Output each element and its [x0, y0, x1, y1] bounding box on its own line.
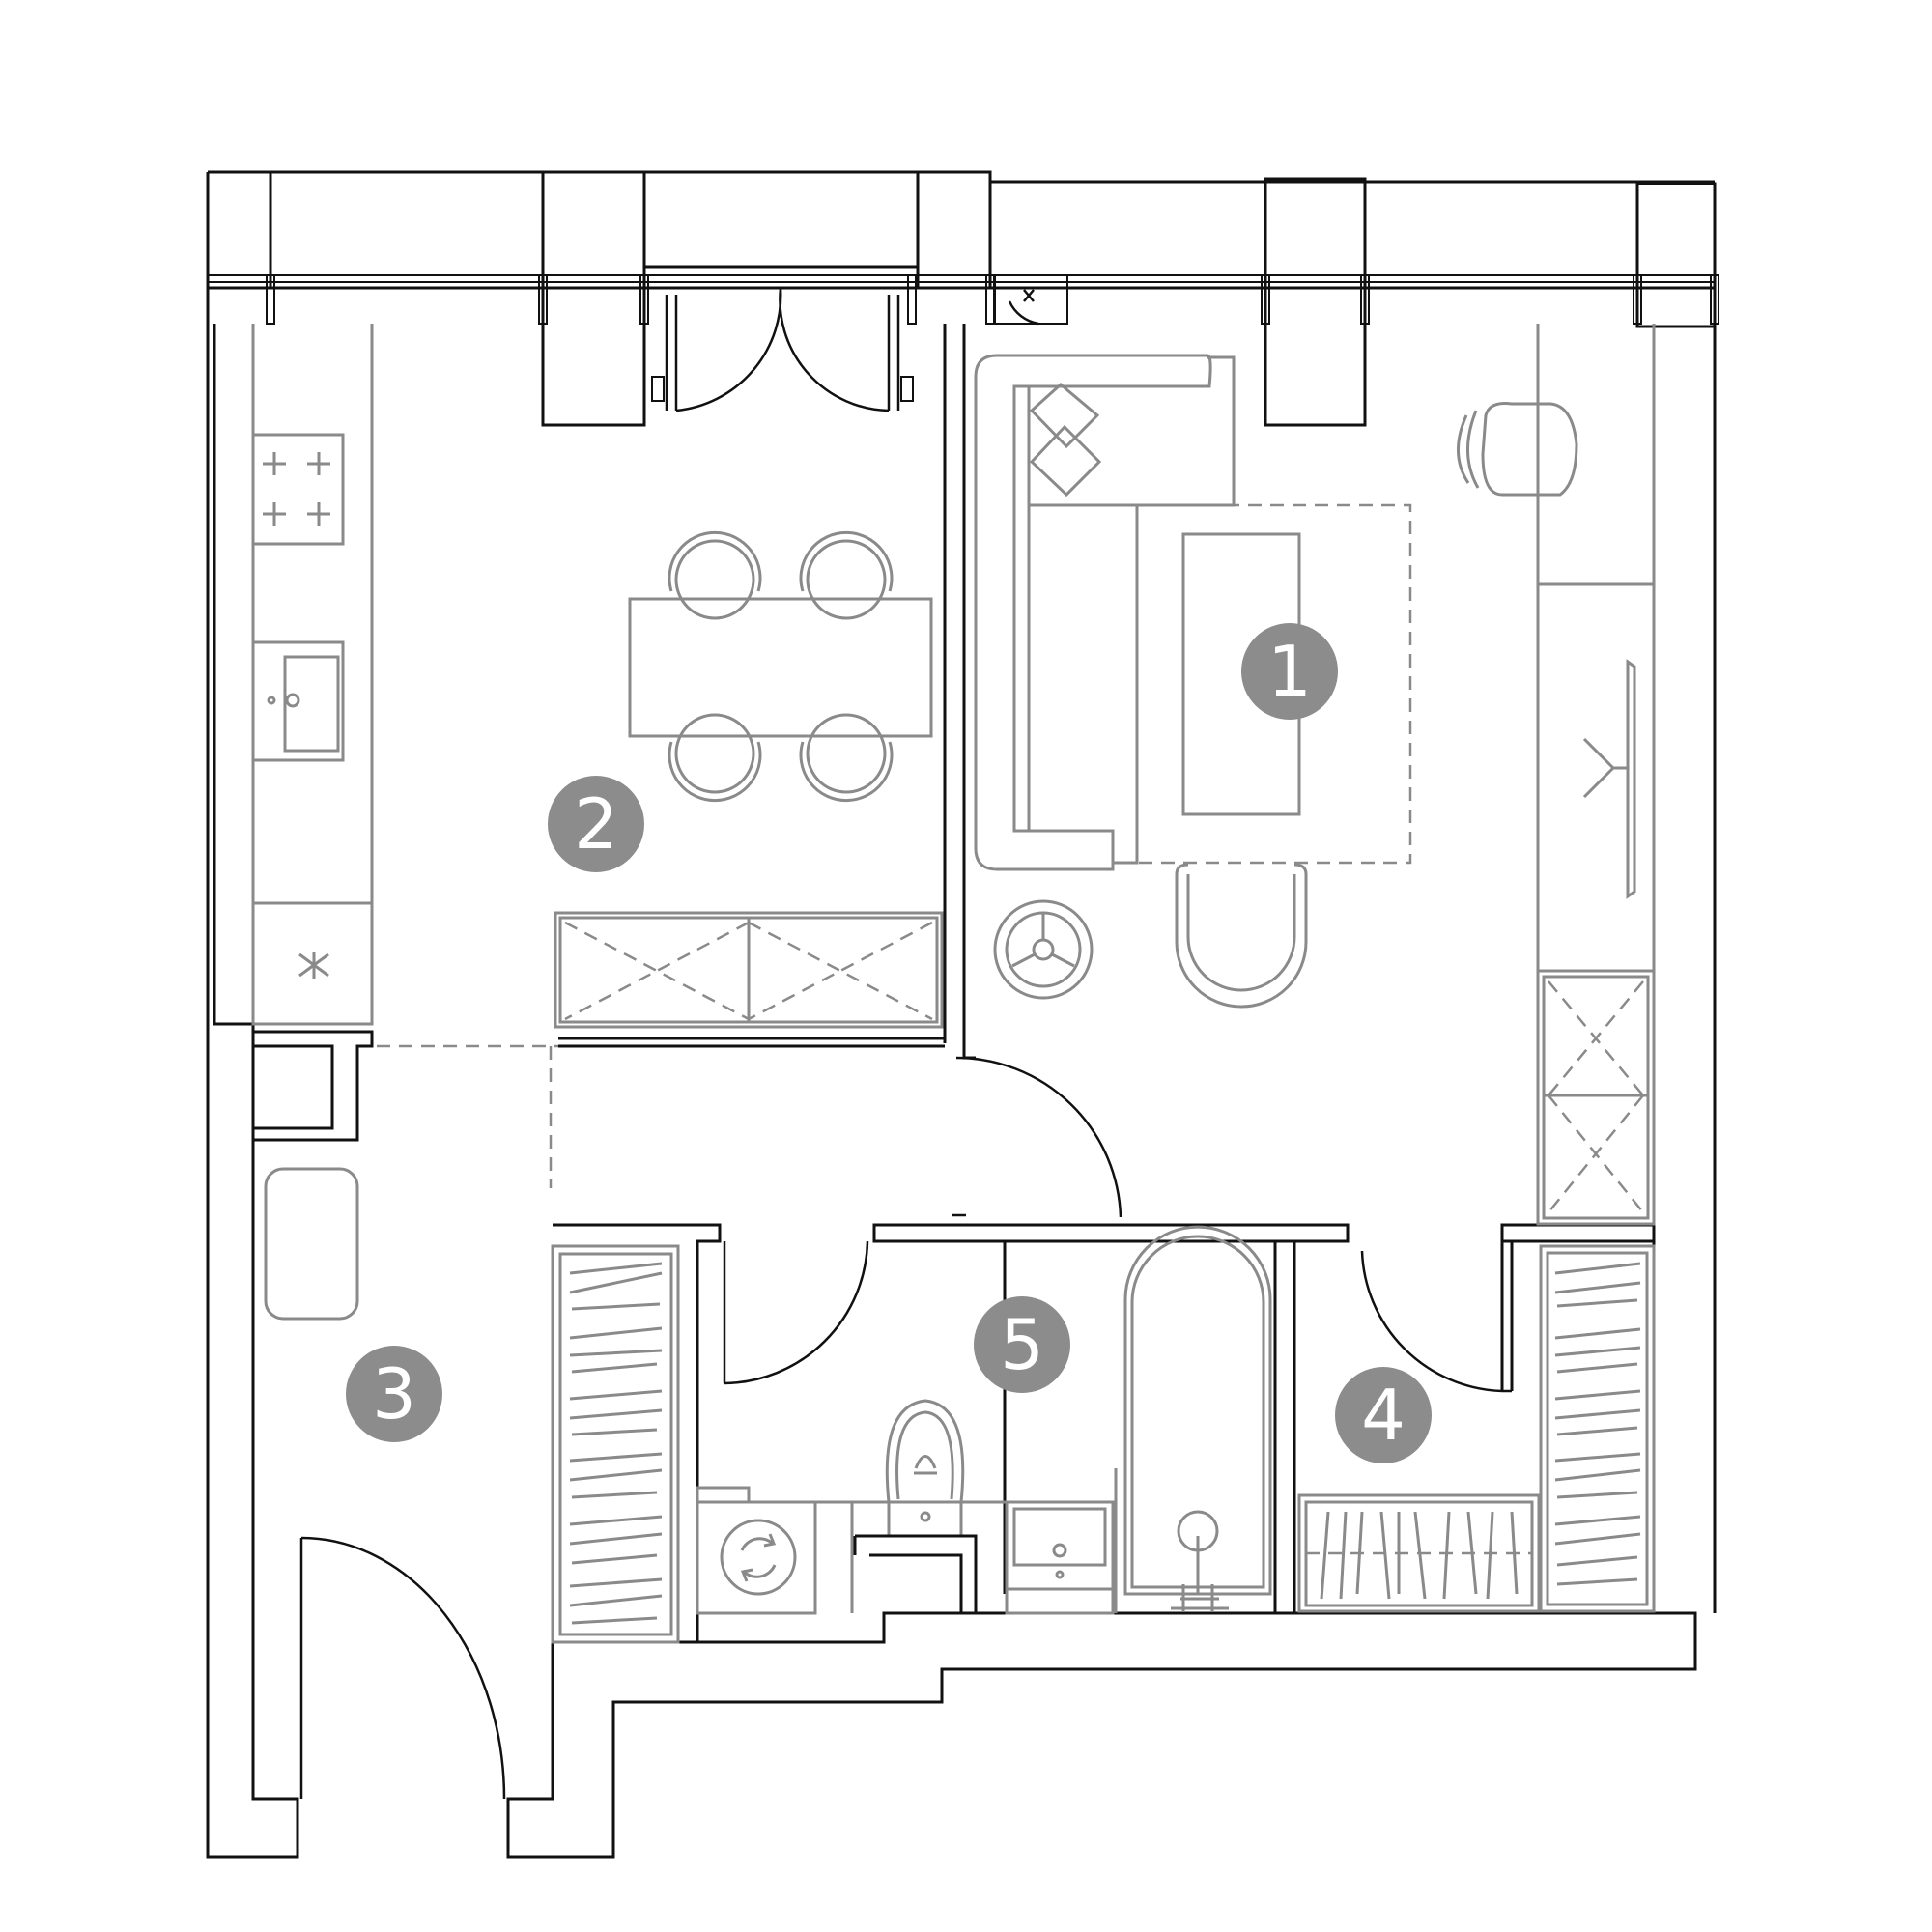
room-5-badge: 5	[974, 1296, 1070, 1393]
chair-icon	[799, 531, 894, 620]
washbasin-icon	[1005, 1500, 1115, 1615]
door-swing-icon	[952, 1056, 1122, 1218]
window-vent-icon	[994, 274, 1068, 326]
cooktop-icon	[251, 433, 345, 546]
dining-area	[554, 531, 944, 1029]
chair-icon	[668, 531, 762, 620]
chair-icon	[668, 713, 762, 802]
wardrobe-icon	[1297, 1493, 1541, 1613]
room-4-label: 4	[1361, 1375, 1406, 1456]
room-3-badge: 3	[346, 1346, 442, 1442]
room-4-badge: 4	[1335, 1367, 1432, 1463]
pillow-icon	[1029, 383, 1102, 497]
washing-machine-icon	[696, 1486, 1007, 1615]
wardrobe-icon	[551, 1244, 680, 1644]
door-swing-icon	[299, 1536, 506, 1800]
armchair-icon	[1175, 863, 1308, 1009]
wardrobe-icon	[1539, 1244, 1656, 1613]
room-4-badge-circle	[1335, 1367, 1432, 1463]
door-swing-icon	[723, 1240, 869, 1385]
hall	[264, 1167, 680, 1644]
rug-icon	[1135, 503, 1412, 865]
round-table-icon	[993, 899, 1094, 1000]
room-5-badge-circle	[974, 1296, 1070, 1393]
room-3-badge-circle	[346, 1346, 442, 1442]
kitchen-sink-icon	[251, 640, 345, 762]
room-3-label: 3	[372, 1353, 416, 1435]
door-swing-icon	[1360, 1250, 1512, 1393]
chair-icon	[799, 713, 894, 802]
desk-chair-icon	[1457, 402, 1578, 497]
wardrobe-icon	[554, 911, 944, 1029]
living-room	[974, 324, 1656, 1226]
kitchen	[251, 324, 374, 1026]
dining-table-icon	[628, 597, 933, 738]
bathroom	[696, 1225, 1272, 1615]
room-1-label: 1	[1267, 631, 1312, 712]
room-2-badge-circle	[548, 776, 644, 872]
room-2-badge: 2	[548, 776, 644, 872]
room-1-badge: 1	[1241, 623, 1338, 720]
shoe-bench-icon	[264, 1167, 359, 1321]
room-1-badge-circle	[1241, 623, 1338, 720]
toilet-icon	[885, 1399, 965, 1538]
walk-in-closet	[1297, 1244, 1656, 1613]
room-badges: 1 2 3 4 5	[346, 623, 1432, 1463]
doors[interactable]	[299, 274, 1512, 1800]
room-2-label: 2	[574, 783, 618, 865]
bathtub-icon	[1123, 1225, 1272, 1611]
balcony-door-icon[interactable]	[651, 287, 914, 412]
tv-icon	[1582, 659, 1636, 899]
room-5-label: 5	[1000, 1304, 1044, 1385]
fridge-icon	[298, 952, 329, 979]
interior-walls	[251, 324, 1656, 1642]
wardrobe-icon	[1536, 969, 1656, 1226]
sofa-icon	[974, 354, 1236, 871]
